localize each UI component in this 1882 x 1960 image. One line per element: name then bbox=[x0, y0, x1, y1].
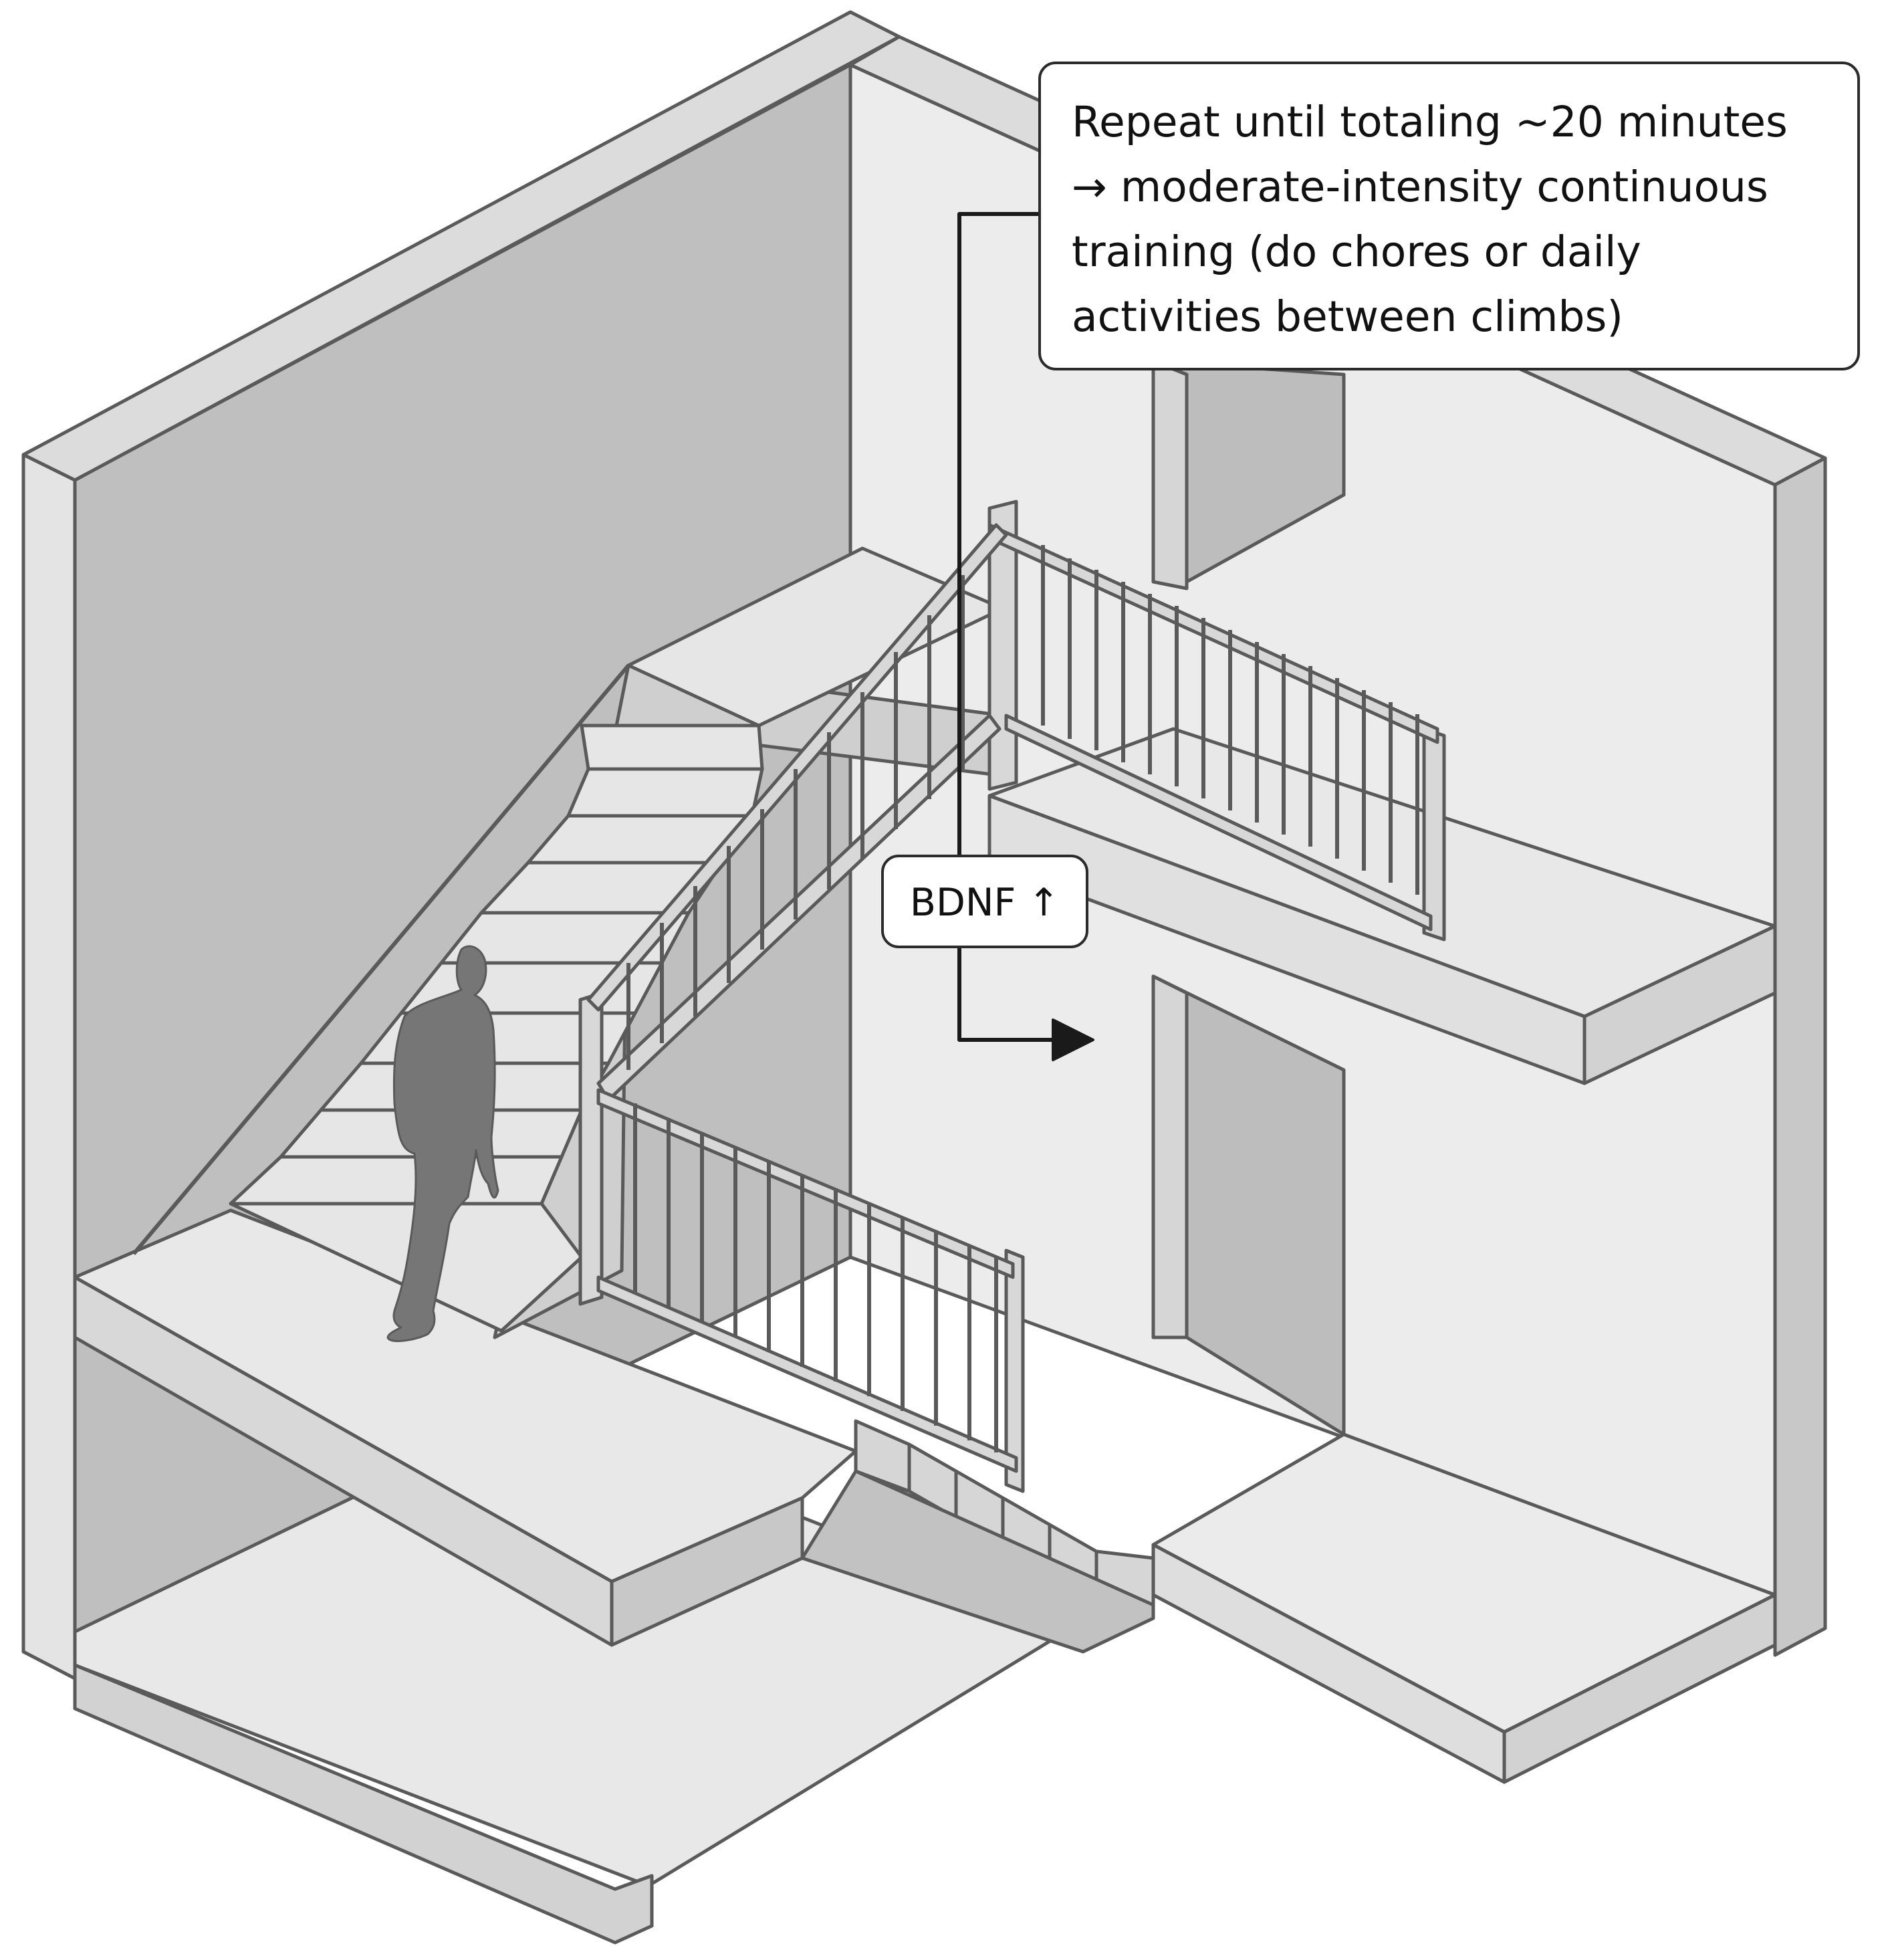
lower-door-jamb bbox=[1151, 974, 1189, 1339]
bdnf-connector bbox=[957, 948, 1053, 1042]
bdnf-label: BDNF ↑ bbox=[909, 881, 1060, 925]
upper-landing-front bbox=[987, 794, 1586, 1085]
lower-flight-underside bbox=[800, 1469, 1155, 1654]
callout-line-2: → moderate-intensity continuous bbox=[1072, 162, 1768, 211]
person-silhouette bbox=[386, 945, 499, 1342]
upper-door-jamb bbox=[1151, 359, 1189, 590]
bdnf-callout: BDNF ↑ bbox=[881, 855, 1088, 948]
main-callout: Repeat until totaling ~20 minutes → mode… bbox=[1038, 62, 1860, 370]
upper-railing bbox=[578, 500, 1446, 1493]
ground-floor-edge bbox=[73, 1663, 654, 1945]
upper-stair-steps bbox=[229, 546, 1005, 1333]
right-wall-side bbox=[1773, 456, 1827, 1657]
arrow-head-icon bbox=[1052, 1018, 1094, 1061]
stair-stringer bbox=[132, 664, 630, 1255]
left-wall-side bbox=[21, 453, 77, 1680]
callout-connector bbox=[957, 212, 1038, 855]
callout-line-4: activities between climbs) bbox=[1072, 292, 1623, 341]
callout-line-3: training (do chores or daily bbox=[1072, 227, 1641, 276]
railing-balusters bbox=[626, 545, 1419, 1452]
callout-line-1: Repeat until totaling ~20 minutes bbox=[1072, 98, 1788, 146]
